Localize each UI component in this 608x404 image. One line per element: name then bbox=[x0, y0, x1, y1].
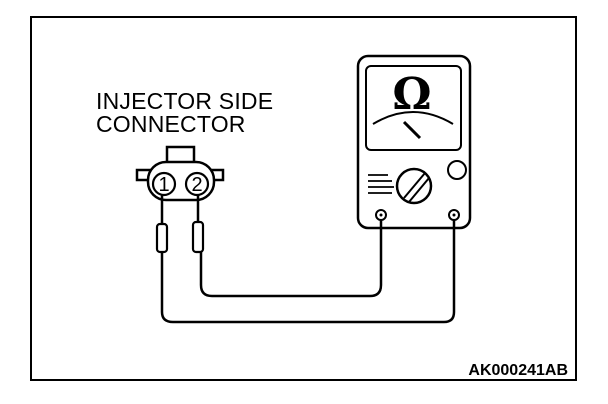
figure-code: AK000241AB bbox=[468, 362, 568, 379]
meter-scale-arc bbox=[372, 111, 454, 125]
injector-connector-icon: 1 2 bbox=[135, 145, 225, 202]
range-dial-icon bbox=[395, 167, 433, 205]
probe-2-icon bbox=[191, 195, 205, 254]
test-lead-2 bbox=[160, 220, 456, 324]
connector-pin-1 bbox=[151, 171, 177, 197]
pin-1-label: 1 bbox=[158, 174, 169, 196]
ohmmeter-display bbox=[365, 65, 462, 151]
figure-frame bbox=[30, 16, 577, 381]
meter-needle bbox=[402, 120, 422, 140]
test-lead-1 bbox=[199, 220, 383, 298]
connector-title-line-2: CONNECTOR bbox=[96, 111, 246, 137]
connector-title-line-1: INJECTOR SIDE bbox=[96, 88, 274, 114]
probe-1-icon bbox=[155, 195, 169, 254]
ohmmeter-icon: Ω bbox=[356, 54, 472, 230]
range-marks bbox=[368, 174, 394, 194]
pin-2-label: 2 bbox=[191, 174, 202, 196]
zero-adjust-knob-icon bbox=[447, 160, 467, 180]
